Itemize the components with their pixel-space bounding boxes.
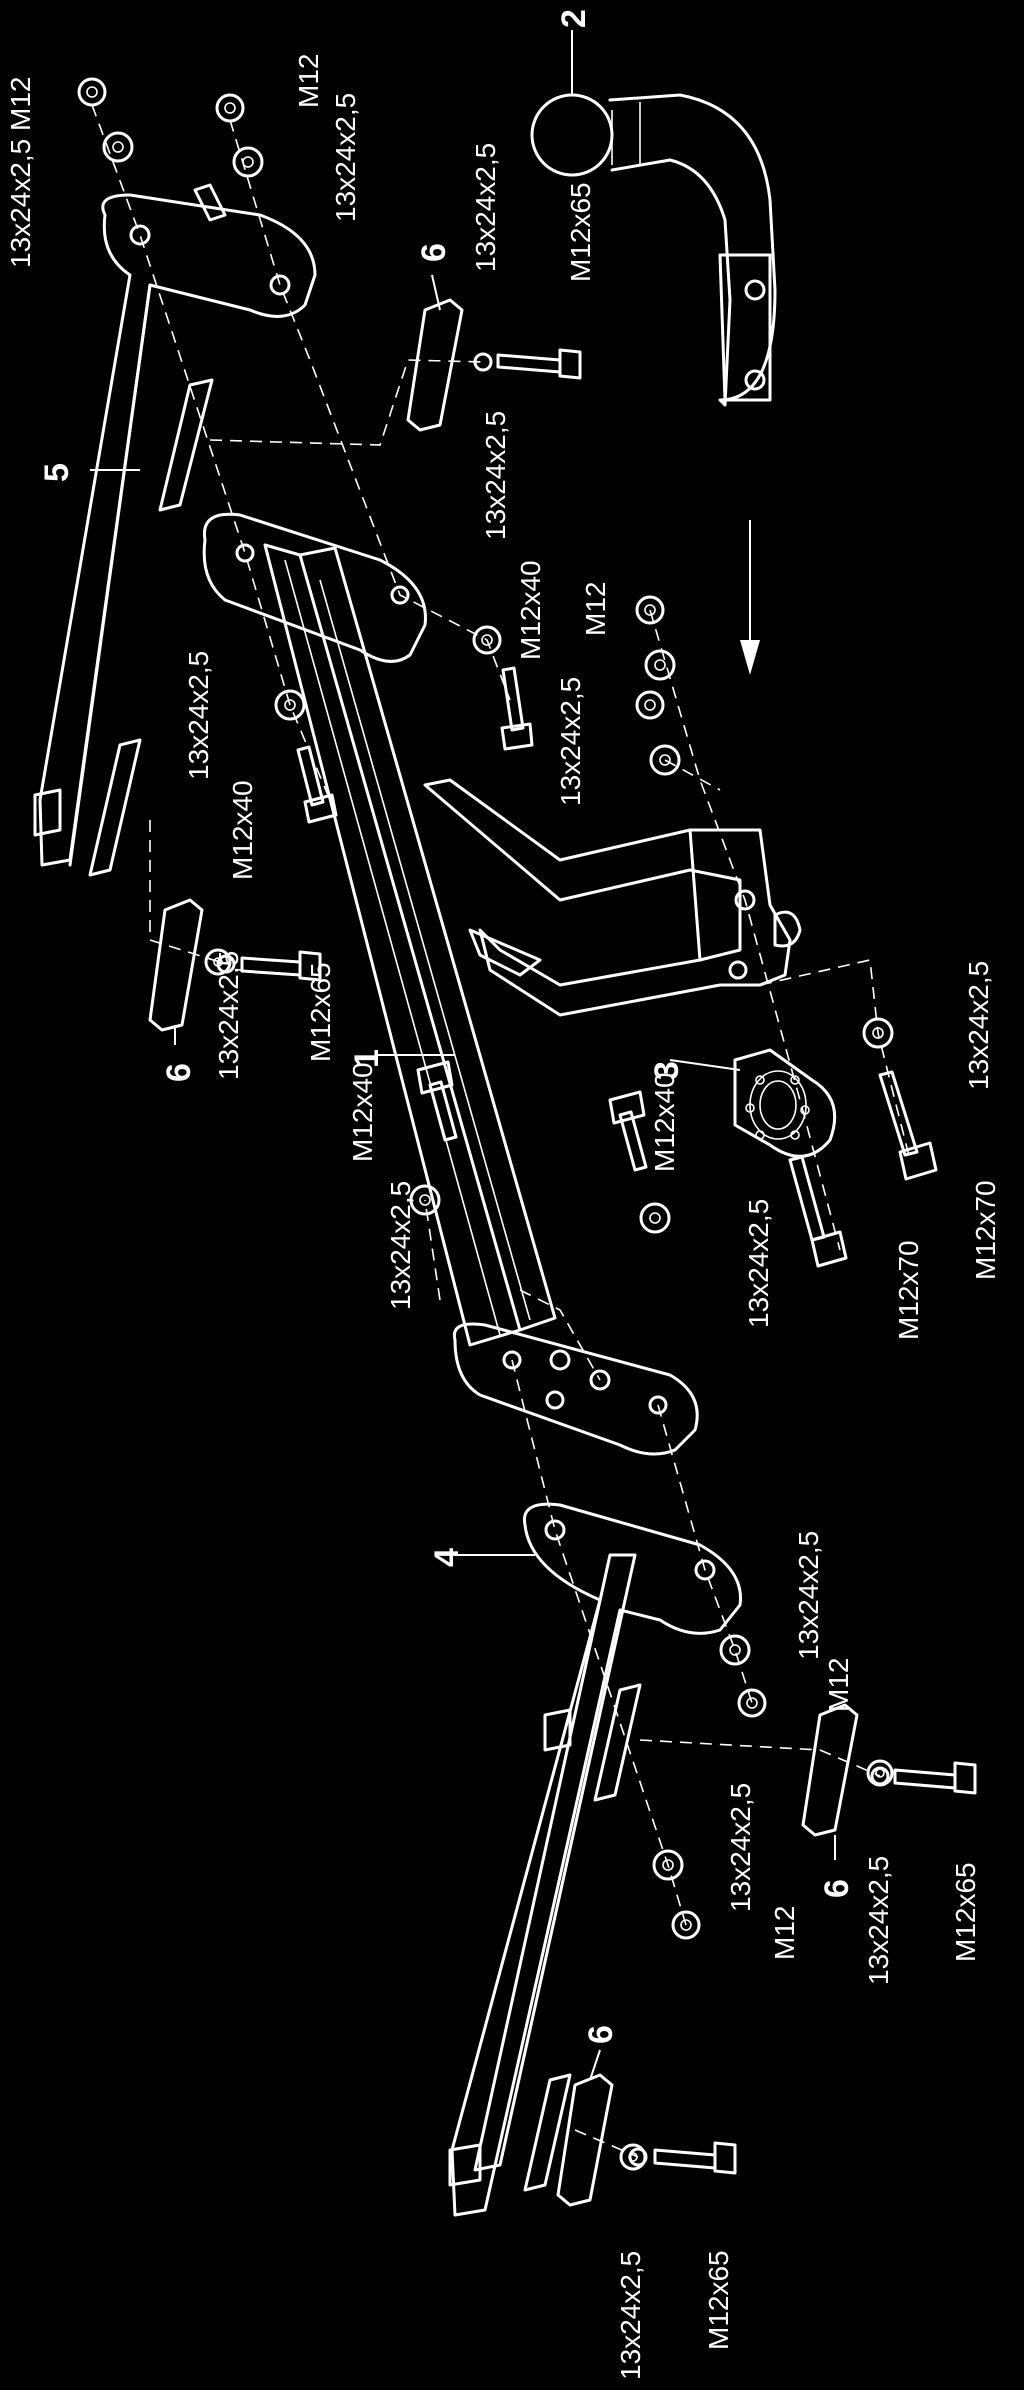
part-number-5: 5 bbox=[38, 463, 76, 482]
spec-label-s11: M12x40 bbox=[227, 780, 258, 880]
bolt-m12x65-mid bbox=[870, 1761, 977, 1795]
spec-label-s19: 13x24x2,5 bbox=[963, 961, 994, 1090]
clamp-bottom bbox=[556, 2073, 614, 2207]
spec-label-s15: 13x24x2,5 bbox=[385, 1181, 416, 1310]
part-number-6-left: 6 bbox=[160, 1063, 198, 1082]
bolt-m12x40-d bbox=[608, 1090, 648, 1172]
spec-label-s10: 13x24x2,5 bbox=[183, 651, 214, 780]
left-side-rail bbox=[33, 183, 317, 877]
spec-label-s14: M12x40 bbox=[347, 1062, 378, 1162]
spec-label-s20: M12x70 bbox=[970, 1180, 1001, 1280]
part-number-6-mid: 6 bbox=[818, 1879, 856, 1898]
spec-label-s28: M12x65 bbox=[703, 2250, 734, 2350]
spec-label-s22: M12 bbox=[823, 1658, 854, 1712]
bolt-m12x65-bottom bbox=[628, 2141, 737, 2175]
ball-holder-bracket bbox=[423, 778, 802, 1017]
main-crossbeam bbox=[263, 543, 557, 1347]
spec-label-s25: 13x24x2,5 bbox=[863, 1856, 894, 1985]
spec-label-s18: M12x70 bbox=[893, 1240, 924, 1340]
part-number-4: 4 bbox=[428, 1548, 466, 1567]
spec-label-s01: 13x24x2,5 M12 bbox=[5, 77, 36, 268]
spec-label-s06: 13x24x2,5 bbox=[480, 411, 511, 540]
spec-label-s16: M12x40 bbox=[649, 1072, 680, 1172]
bolt-m12x40-b bbox=[296, 745, 338, 824]
clamp-top bbox=[406, 298, 464, 432]
clamp-mid bbox=[801, 1703, 859, 1837]
spec-label-s23: 13x24x2,5 bbox=[725, 1783, 756, 1912]
spec-label-s03: 13x24x2,5 bbox=[330, 93, 361, 222]
bolt-m12x65-top bbox=[473, 348, 582, 380]
clamp-left bbox=[148, 898, 204, 1032]
assembly-lines bbox=[91, 104, 911, 2158]
bolt-m12x40-c bbox=[416, 1060, 458, 1142]
spec-label-s13: M12x65 bbox=[305, 962, 336, 1062]
part-number-6-bottom: 6 bbox=[582, 2025, 620, 2044]
leader-lines bbox=[90, 30, 836, 2081]
spec-label-s04: 13x24x2,5 bbox=[470, 143, 501, 272]
socket-plate bbox=[733, 1048, 837, 1158]
bolt-m12x40-a bbox=[500, 666, 534, 751]
spec-label-s05: M12x65 bbox=[565, 182, 596, 282]
spec-label-s07: M12x40 bbox=[515, 560, 546, 660]
spec-label-s09: 13x24x2,5 bbox=[555, 677, 586, 806]
spec-label-s08: M12 bbox=[580, 582, 611, 636]
spec-label-s24: M12 bbox=[769, 1906, 800, 1960]
spec-label-s27: 13x24x2,5 bbox=[615, 2251, 646, 2380]
lower-beam-plate bbox=[452, 1322, 699, 1456]
spec-label-s12: 13x24x2,5 bbox=[213, 951, 244, 1080]
bolt-m12x70-a bbox=[788, 1155, 848, 1268]
spec-label-s21: 13x24x2,5 bbox=[793, 1531, 824, 1660]
part-number-2: 2 bbox=[555, 9, 593, 28]
spec-label-s26: M12x65 bbox=[950, 1862, 981, 1962]
part-number-1: 1 bbox=[348, 1049, 386, 1068]
bolt-m12x70-b bbox=[878, 1070, 938, 1181]
spec-label-s02: M12 bbox=[293, 54, 324, 108]
part-number-3: 3 bbox=[648, 1061, 686, 1080]
upper-beam-plate bbox=[202, 512, 427, 663]
direction-arrow bbox=[740, 520, 760, 675]
spec-label-s17: 13x24x2,5 bbox=[743, 1199, 774, 1328]
part-number-6-top: 6 bbox=[415, 243, 453, 262]
right-side-rail bbox=[448, 1502, 742, 2217]
nuts-and-washers bbox=[77, 77, 894, 2171]
